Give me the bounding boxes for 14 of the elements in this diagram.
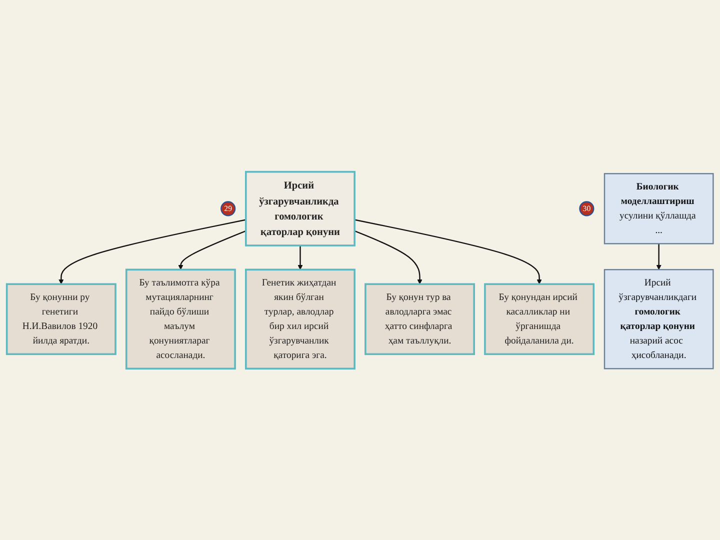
arrow — [178, 230, 246, 270]
node-box: Бу қонундан ирсий касалликлар ни ўрганишда фойдаланила ди. — [484, 282, 595, 355]
arrow — [58, 218, 246, 284]
arrow — [298, 245, 303, 270]
arrow — [354, 230, 422, 284]
node-box: Бу қонун тур ва авлодларга эмас ҳатто синфларга ҳам таъллуқли. — [364, 282, 475, 355]
arrow — [354, 218, 542, 284]
node-box: Ирсий ўзгарувчанликдаги гомологик қаторлар қонуни назарий асос ҳисобланади. — [604, 268, 714, 369]
node-box: Бу таълимотга кўра мутацияларнинг пайдо бўлиши маълум қонуниятлараг асосланади. — [125, 268, 236, 370]
node-box: Бу қонунни ру генетиги Н.И.Вавилов 1920 йилда яратди. — [6, 282, 116, 355]
node-box: Ирсий ўзгарувчанликда гомологик қаторлар қонуни — [245, 170, 356, 246]
node-box: Биологик моделлаштириш усулини қўллашда ... — [604, 172, 714, 244]
arrow — [656, 243, 662, 270]
node-box: Генетик жиҳатдан якин бўлган турлар, авлодлар бир хил ирсий ўзгарувчанлик қаторига эга. — [245, 268, 356, 370]
